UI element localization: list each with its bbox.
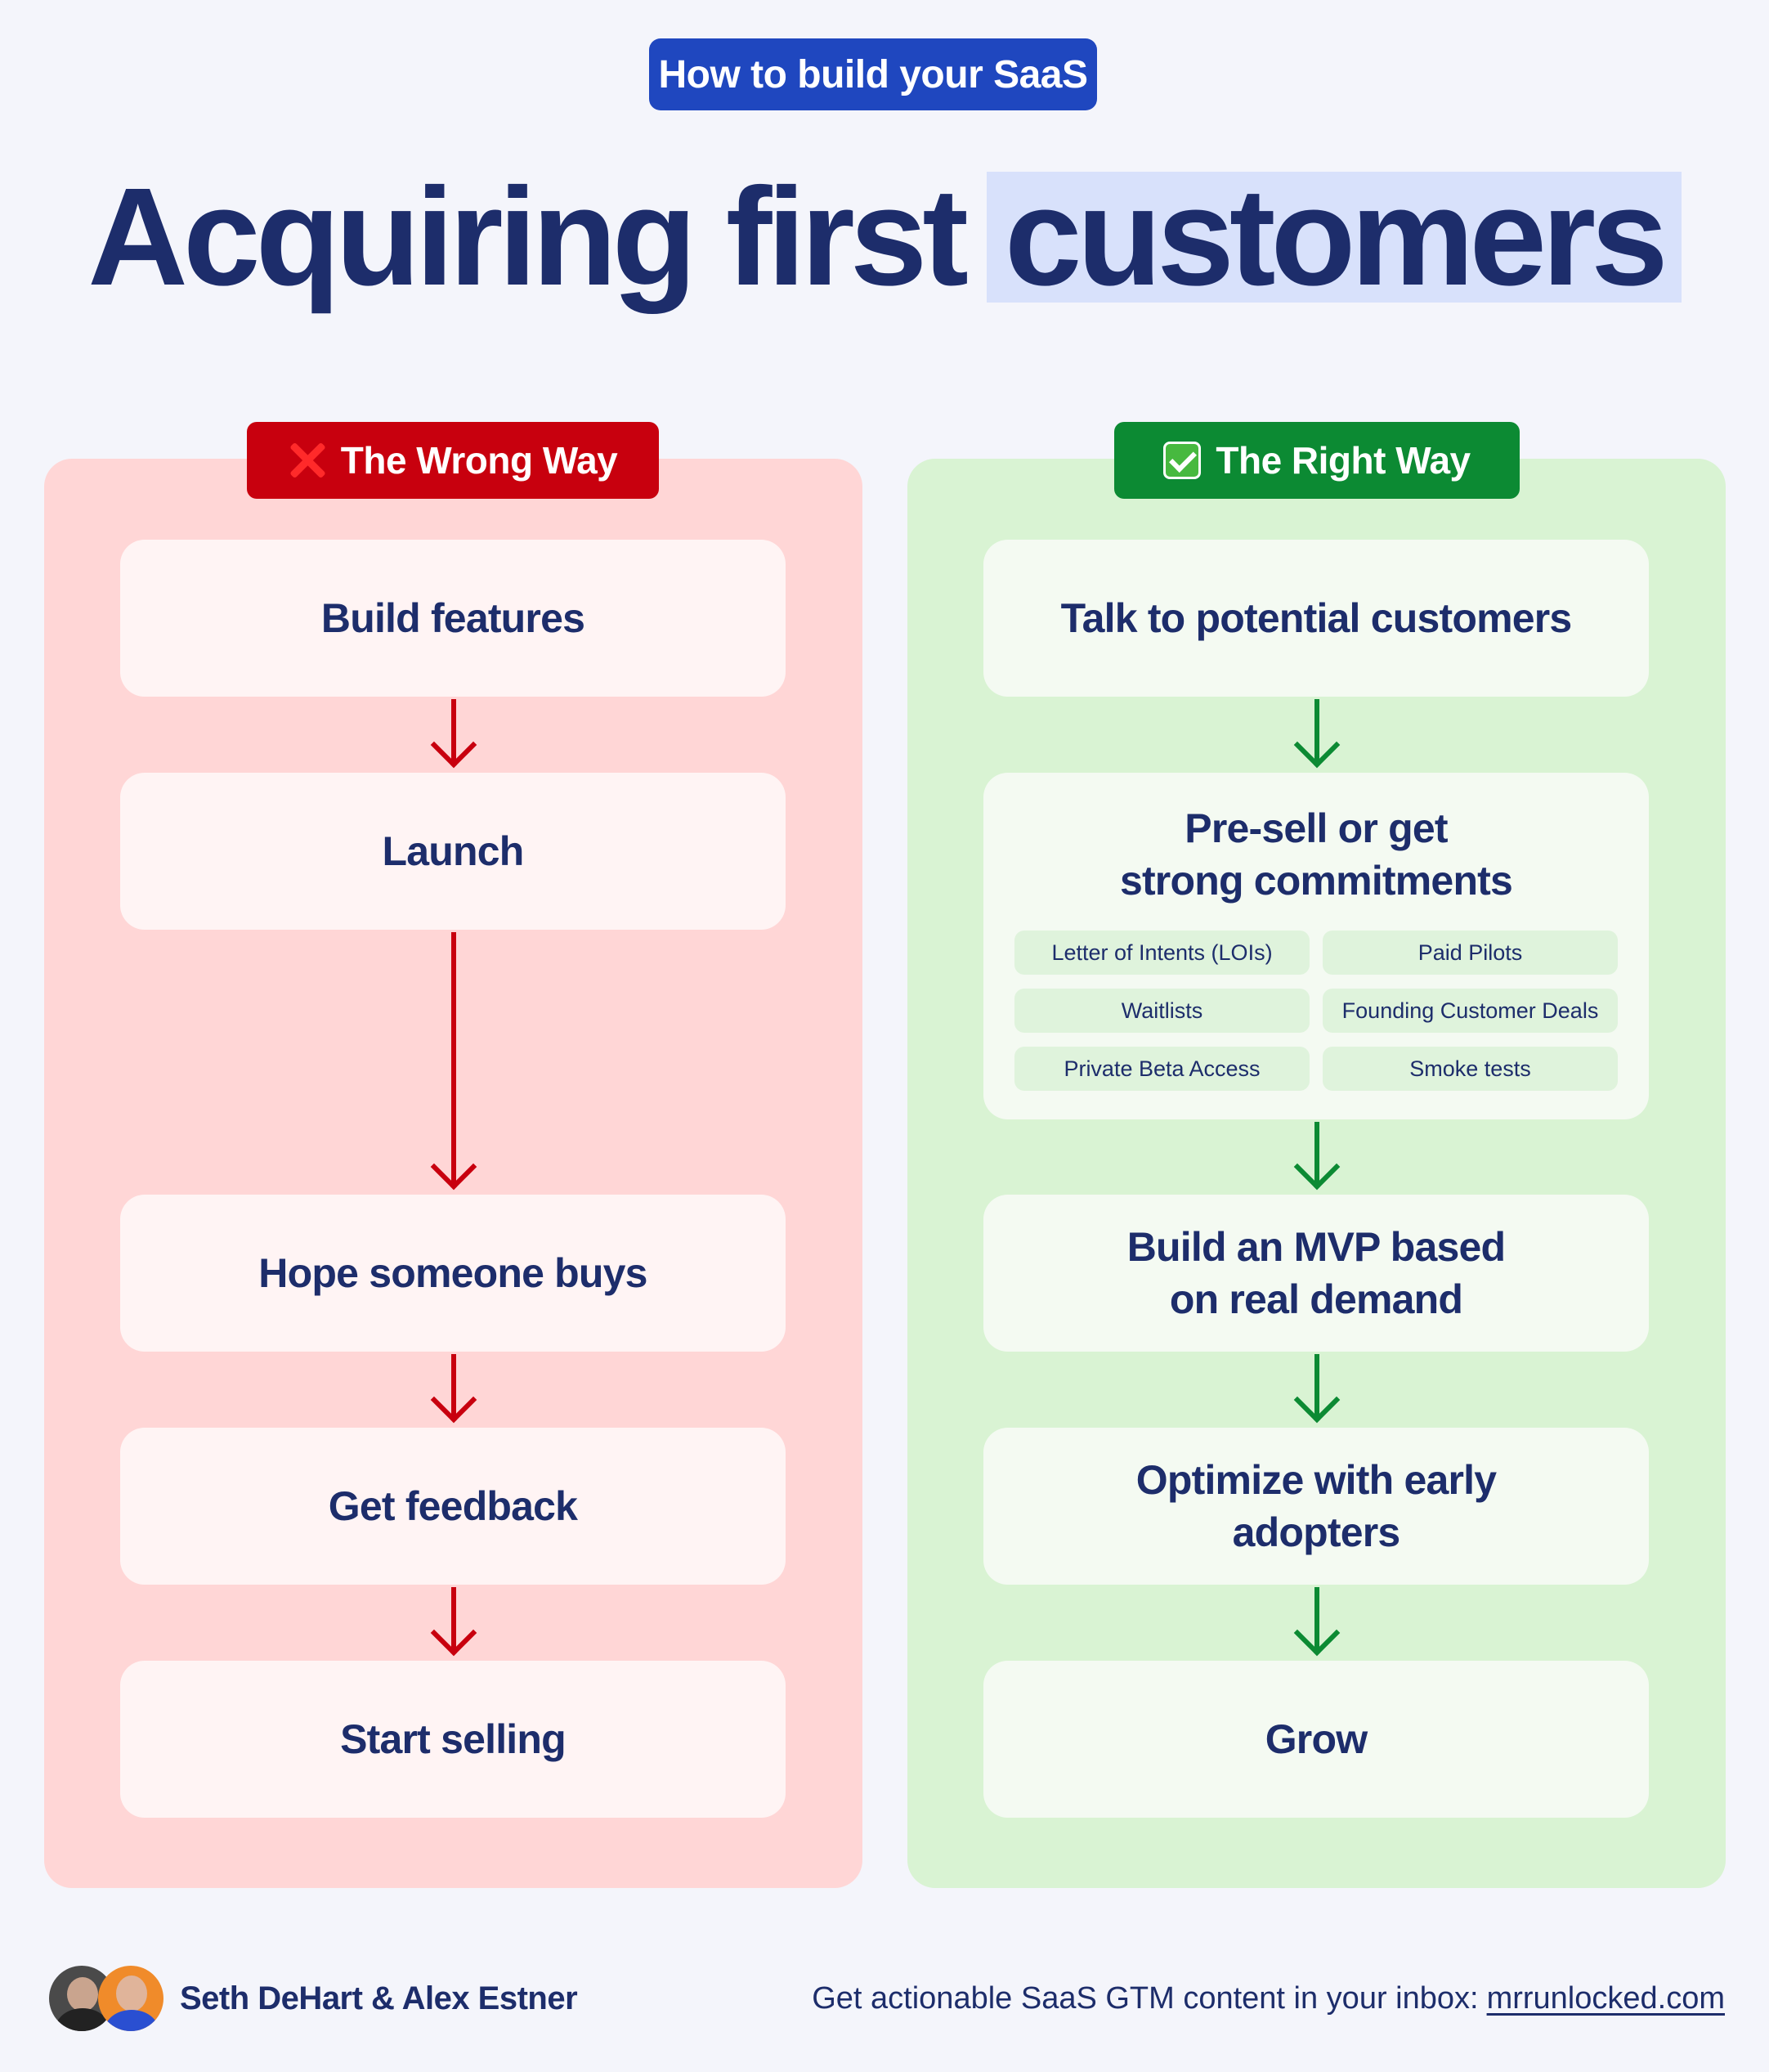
wrong-step-label: Get feedback (328, 1483, 578, 1529)
commitment-chip: Waitlists (1014, 989, 1310, 1033)
right-step-mvp: Build an MVP based on real demand (983, 1195, 1649, 1352)
right-step-line1: Build an MVP based (1126, 1224, 1506, 1270)
right-step-optimize: Optimize with early adopters (983, 1428, 1649, 1585)
wrong-step-start-selling: Start selling (120, 1661, 786, 1818)
right-way-label: The Right Way (1216, 439, 1471, 482)
wrong-way-tag: The Wrong Way (247, 422, 659, 499)
right-step-line2: strong commitments (1119, 858, 1513, 904)
wrong-step-launch: Launch (120, 773, 786, 930)
down-arrow-icon (429, 932, 478, 1191)
newsletter-link[interactable]: mrrunlocked.com (1486, 1980, 1725, 2016)
cta-text: Get actionable SaaS GTM content in your … (812, 1980, 1479, 2016)
page-title: Acquiring first customers (0, 155, 1769, 319)
commitment-chip: Founding Customer Deals (1323, 989, 1618, 1033)
down-arrow-icon (429, 699, 478, 769)
down-arrow-icon (1292, 1122, 1341, 1191)
wrong-step-label: Hope someone buys (258, 1250, 647, 1296)
right-step-grow: Grow (983, 1661, 1649, 1818)
wrong-step-label: Build features (320, 595, 585, 641)
wrong-step-label: Launch (382, 828, 525, 874)
avatar (98, 1966, 163, 2031)
newsletter-cta: Get actionable SaaS GTM content in your … (812, 1974, 1725, 2023)
down-arrow-icon (1292, 1354, 1341, 1424)
right-step-line1: Talk to potential customers (1060, 595, 1573, 641)
category-badge: How to build your SaaS (649, 38, 1097, 110)
author-names: Seth DeHart & Alex Estner (180, 1980, 578, 2016)
right-step-line2: adopters (1232, 1509, 1401, 1555)
right-way-tag: The Right Way (1114, 422, 1520, 499)
down-arrow-icon (429, 1354, 478, 1424)
down-arrow-icon (429, 1587, 478, 1657)
down-arrow-icon (1292, 1587, 1341, 1657)
commitment-chip: Paid Pilots (1323, 931, 1618, 975)
right-step-line2: on real demand (1169, 1276, 1463, 1322)
commitment-chip: Letter of Intents (LOIs) (1014, 931, 1310, 975)
right-step-talk: Talk to potential customers (983, 540, 1649, 697)
right-step-line1: Grow (1265, 1716, 1368, 1762)
cross-mark-icon (289, 442, 326, 479)
wrong-step-label: Start selling (340, 1716, 567, 1762)
wrong-way-label: The Wrong Way (340, 439, 618, 482)
wrong-step-hope: Hope someone buys (120, 1195, 786, 1352)
check-mark-icon (1163, 442, 1202, 479)
right-step-line1: Pre-sell or get (1185, 805, 1448, 851)
commitment-chip: Smoke tests (1323, 1047, 1618, 1091)
title-main: Acquiring first (87, 159, 969, 315)
wrong-step-build-features: Build features (120, 540, 786, 697)
title-highlight: customers (986, 168, 1682, 307)
wrong-step-feedback: Get feedback (120, 1428, 786, 1585)
right-step-line1: Optimize with early (1135, 1457, 1497, 1503)
down-arrow-icon (1292, 699, 1341, 769)
commitment-chip: Private Beta Access (1014, 1047, 1310, 1091)
